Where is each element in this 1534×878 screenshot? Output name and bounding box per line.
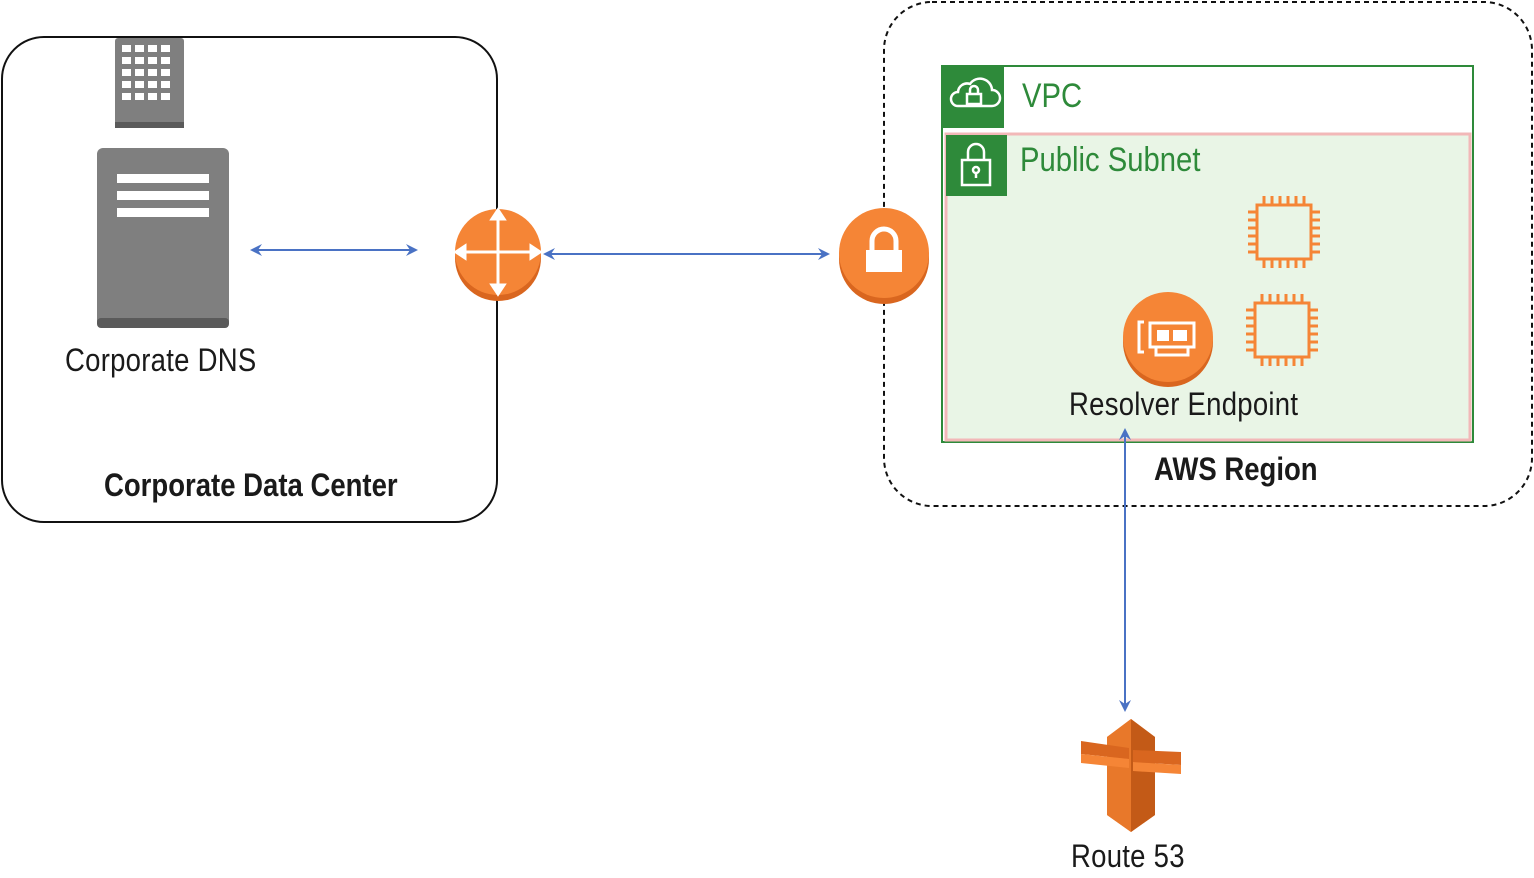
subnet-lock-icon [960,142,992,187]
corporate-data-center-label: Corporate Data Center [104,467,398,503]
network-interface-icon [1123,292,1213,387]
ec2-instance-icon [1248,196,1320,268]
aws-region-label: AWS Region [1154,451,1318,487]
corporate-dns-label: Corporate DNS [65,342,257,378]
public-subnet-box [944,132,1472,442]
router-icon [453,207,543,301]
vpn-gateway-icon [839,208,929,304]
aws-region-box [883,1,1533,507]
resolver-endpoint-label: Resolver Endpoint [1069,386,1299,422]
vpc-label: VPC [1022,77,1083,115]
ec2-instance-icon [1246,294,1318,366]
route53-icon [1081,719,1181,832]
vpc-cloud-icon [949,77,1002,108]
building-icon [115,38,184,128]
server-icon [97,148,229,328]
public-subnet-label: Public Subnet [1020,141,1201,179]
route53-label: Route 53 [1071,838,1185,874]
corporate-data-center-box [1,36,498,523]
